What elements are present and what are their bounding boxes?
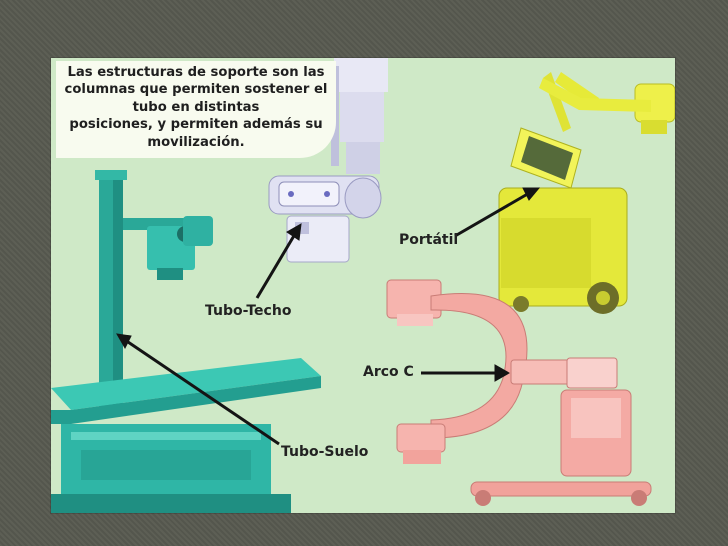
caption-line-3: tubo en distintas <box>132 99 260 115</box>
label-portatil: Portátil <box>399 232 459 248</box>
caption-line-1: Las estructuras de soporte son las <box>67 65 325 80</box>
portatil-machine <box>498 72 675 314</box>
illustration <box>51 58 675 513</box>
arco-c-machine <box>386 279 652 506</box>
label-arco-c: Arco C <box>363 364 414 380</box>
arrow-head-tubo-techo <box>286 223 302 241</box>
arrow-head-tubo-suelo <box>116 333 132 350</box>
arrows <box>116 187 541 446</box>
tubo-techo-machine <box>268 58 388 263</box>
tubo-suelo-machine <box>51 170 321 513</box>
arrow-head-arco-c <box>494 364 511 382</box>
caption-line-5: movilización. <box>147 134 245 150</box>
arrow-head-portatil <box>522 187 541 201</box>
slide-content: Las estructuras de soporte son las colum… <box>51 58 675 513</box>
label-tubo-suelo: Tubo-Suelo <box>281 444 369 460</box>
caption-line-4: posiciones, y permiten además su <box>69 117 323 133</box>
caption-box: Las estructuras de soporte son las colum… <box>56 61 336 159</box>
label-tubo-techo: Tubo-Techo <box>205 303 292 319</box>
caption-line-2: columnas que permiten sostener el <box>64 82 328 98</box>
